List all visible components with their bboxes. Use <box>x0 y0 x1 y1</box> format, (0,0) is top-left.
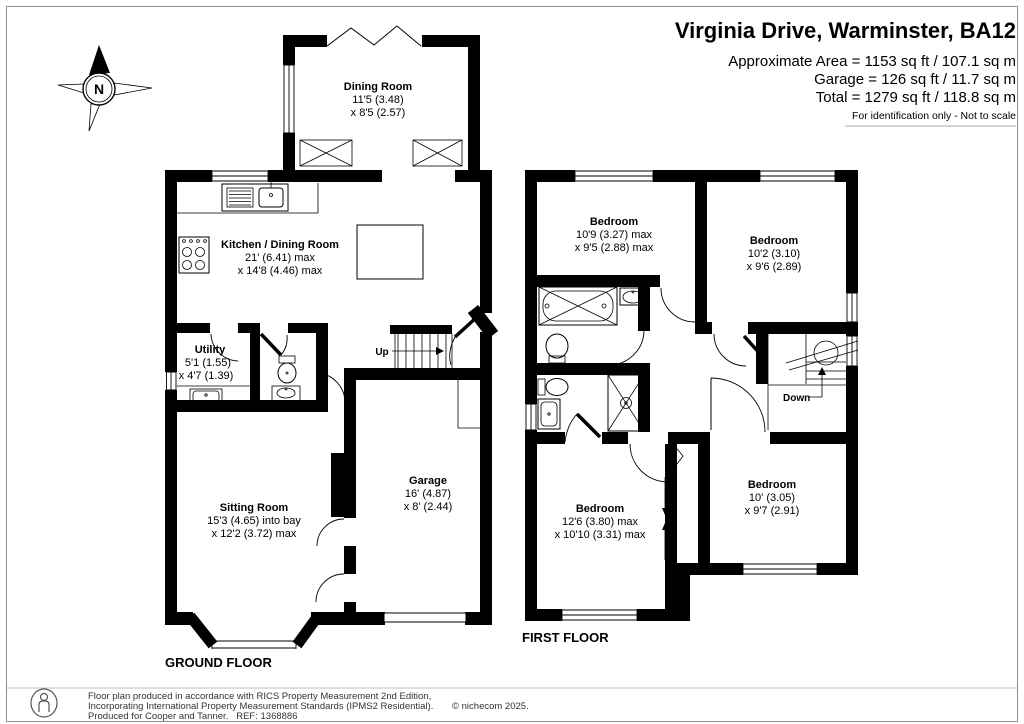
header: Virginia Drive, Warminster, BA12 Approxi… <box>675 18 1016 122</box>
stairs-down-label: Down <box>783 393 810 404</box>
room-label-bedroom4: Bedroom 10' (3.05) x 9'7 (2.91) <box>745 479 800 517</box>
compass-north-label: N <box>94 81 104 97</box>
footer-line-2: Incorporating International Property Mea… <box>88 701 433 712</box>
area-line-3: Total = 1279 sq ft / 118.8 sq m <box>816 89 1016 106</box>
room-dim: x 12'2 (3.72) max <box>212 528 297 540</box>
stairs-up <box>392 334 453 368</box>
footer-line-3: Produced for Cooper and Tanner. REF: 136… <box>88 711 298 722</box>
window <box>574 170 654 182</box>
toilet-icon <box>545 333 569 364</box>
room-label-utility: Utility 5'1 (1.55) x 4'7 (1.39) <box>179 344 234 382</box>
room-dim: 10'2 (3.10) <box>748 248 800 260</box>
person-logo-icon <box>30 688 58 718</box>
room-dim: 15'3 (4.65) into bay <box>207 515 301 527</box>
room-dim: 5'1 (1.55) <box>185 357 231 369</box>
stairs-up-label: Up <box>375 347 388 358</box>
garage-recess <box>457 380 480 429</box>
room-name: Kitchen / Dining Room <box>221 239 339 251</box>
window <box>846 335 858 367</box>
room-dim: x 4'7 (1.39) <box>179 370 234 382</box>
room-name: Bedroom <box>748 479 797 491</box>
hob-icon <box>178 236 210 274</box>
garage-door <box>383 612 467 623</box>
footer-line-1: Floor plan produced in accordance with R… <box>88 691 431 702</box>
room-dim: x 9'5 (2.88) max <box>575 242 654 254</box>
window <box>846 292 858 323</box>
first-floor-doors <box>564 287 766 483</box>
window <box>561 609 638 621</box>
room-dim: x 9'6 (2.89) <box>747 261 802 273</box>
room-dim: 10' (3.05) <box>749 492 795 504</box>
basin-icon <box>537 398 561 430</box>
shower-icon <box>607 374 645 432</box>
kitchen-counter <box>177 183 319 214</box>
room-label-garage: Garage 16' (4.87) x 8' (2.44) <box>404 475 453 513</box>
room-label-bedroom3: Bedroom 12'6 (3.80) max x 10'10 (3.31) m… <box>555 503 646 541</box>
first-floor-walls <box>525 170 858 621</box>
room-name: Garage <box>409 475 447 487</box>
footer: Floor plan produced in accordance with R… <box>30 688 529 722</box>
toilet-icon <box>537 378 569 396</box>
page-title: Virginia Drive, Warminster, BA12 <box>675 18 1016 43</box>
basin-icon <box>271 385 301 402</box>
french-doors-icon <box>326 25 422 47</box>
bay-window <box>211 640 297 649</box>
ground-floor-walls <box>165 35 499 649</box>
area-line-2: Garage = 126 sq ft / 11.7 sq m <box>814 71 1016 88</box>
room-name: Dining Room <box>344 81 413 93</box>
room-label-kitchen: Kitchen / Dining Room 21' (6.41) max x 1… <box>221 239 339 277</box>
first-floor-windows <box>525 170 858 621</box>
room-label-sitting: Sitting Room 15'3 (4.65) into bay x 12'2… <box>207 502 301 540</box>
roof-light-icon <box>299 139 353 167</box>
window <box>525 403 537 431</box>
room-dim: x 9'7 (2.91) <box>745 505 800 517</box>
ground-floor-label: GROUND FLOOR <box>165 655 272 670</box>
room-name: Utility <box>195 344 226 356</box>
ground-floor-doors <box>210 314 480 603</box>
compass-icon: N <box>57 45 153 132</box>
table <box>356 224 424 280</box>
ground-floor-plan: Up Dining Room 11'5 (3.48) x 8'5 (2.57) … <box>165 25 499 670</box>
window <box>759 170 836 182</box>
bath-icon <box>538 286 618 326</box>
room-dim: x 8'5 (2.57) <box>351 107 406 119</box>
cupboard-door-icon <box>672 443 684 469</box>
room-name: Bedroom <box>750 235 799 247</box>
room-dim: 10'9 (3.27) max <box>576 229 653 241</box>
first-floor-plan: Down Bedroom 10'9 (3.27) max x 9'5 (2.88… <box>522 170 859 645</box>
dimension-arrows <box>662 477 668 560</box>
window <box>283 64 295 134</box>
room-label-bedroom1: Bedroom 10'9 (3.27) max x 9'5 (2.88) max <box>575 216 654 254</box>
window <box>211 170 269 182</box>
room-name: Bedroom <box>576 503 625 515</box>
disclaimer: For identification only - Not to scale <box>852 110 1016 122</box>
ground-floor-windows <box>166 64 297 649</box>
room-dim: x 10'10 (3.31) max <box>555 529 646 541</box>
utility-sink-icon <box>189 388 223 407</box>
stairs-down <box>767 334 859 430</box>
room-dim: x 8' (2.44) <box>404 501 453 513</box>
window <box>166 371 177 391</box>
room-dim: 11'5 (3.48) <box>352 94 403 106</box>
room-name: Sitting Room <box>220 502 289 514</box>
room-name: Bedroom <box>590 216 639 228</box>
footer-copyright: © nichecom 2025. <box>452 701 529 712</box>
room-label-bedroom2: Bedroom 10'2 (3.10) x 9'6 (2.89) <box>747 235 802 273</box>
room-dim: 12'6 (3.80) max <box>562 516 639 528</box>
window <box>742 563 818 575</box>
room-dim: x 14'8 (4.46) max <box>238 265 323 277</box>
room-label-dining: Dining Room 11'5 (3.48) x 8'5 (2.57) <box>344 81 413 119</box>
roof-light-icon <box>412 139 463 167</box>
page-border <box>6 6 1018 722</box>
basin-icon <box>619 287 647 306</box>
area-line-1: Approximate Area = 1153 sq ft / 107.1 sq… <box>728 53 1016 70</box>
first-floor-label: FIRST FLOOR <box>522 630 609 645</box>
sink-icon <box>221 180 289 212</box>
room-dim: 21' (6.41) max <box>245 252 315 264</box>
toilet-icon <box>277 355 297 384</box>
room-dim: 16' (4.87) <box>405 488 451 500</box>
